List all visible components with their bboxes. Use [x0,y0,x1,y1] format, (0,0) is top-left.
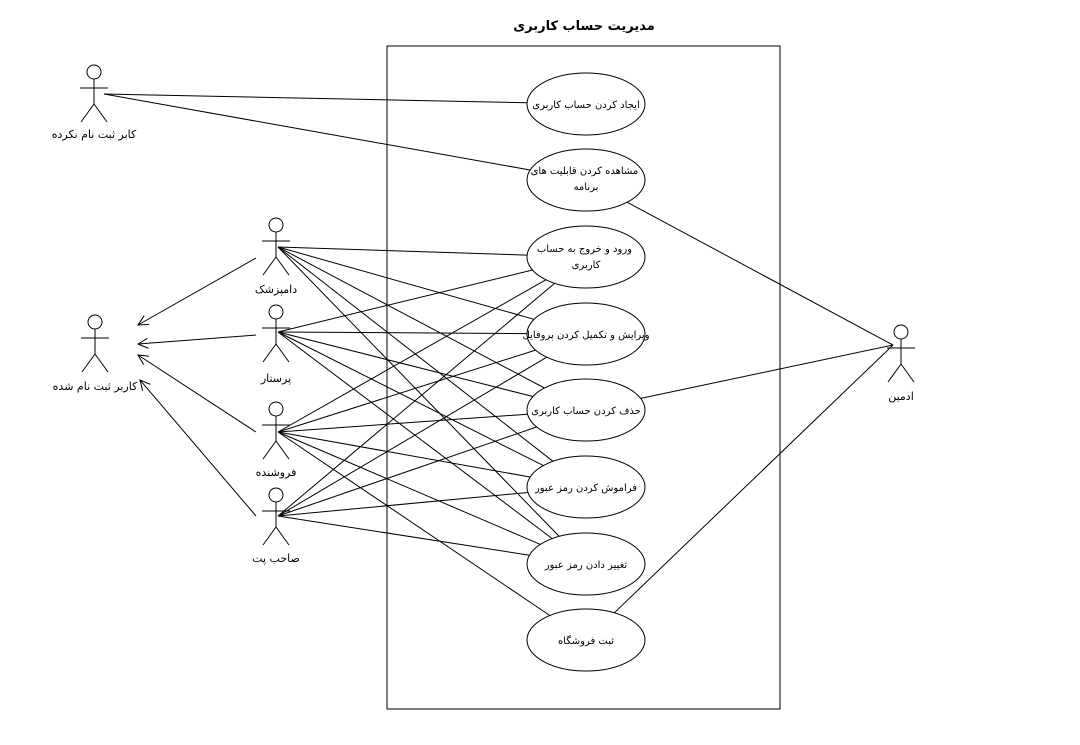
association-line-vet-uc4 [277,246,535,320]
use-case-label: حذف کردن حساب کاربری [531,406,641,417]
use-case-login-logout[interactable]: ورود و خروج به حساب کاربری [526,225,646,289]
actor-label: ادمین [888,390,914,403]
actor-unregistered-user[interactable]: کابر ثبت نام نکرده [52,64,137,141]
generalization-arrow-nurse-registered [138,334,257,344]
svg-text:تغییر دادن رمز عبور: تغییر دادن رمز عبور [544,560,628,571]
use-case-label: مشاهده کردن قابلیت های [531,166,639,177]
svg-text:ورود و خروج به حساب کا: ورود و خروج به حساب کاربری [537,244,635,271]
use-case-label: ورود و خروج به حساب [537,244,632,255]
generalization-arrows [138,257,257,517]
generalization-arrow-owner-registered [140,380,257,517]
actors: کابر ثبت نام نکرده دامپزشک پرستار [52,64,915,565]
association-line-nurse-uc5 [277,331,534,397]
actor-seller[interactable]: فروشنده [256,401,297,479]
use-case-view-features[interactable]: مشاهده کردن قابلیت های برنامه [526,148,646,212]
association-line-nurse-uc3 [277,269,533,333]
svg-text:فراموش کردن رمز عبور: فراموش کردن رمز عبور [534,483,637,494]
stick-figure-icon [262,304,290,363]
stick-figure-icon [81,314,109,373]
svg-text:ویرایش و تکمیل کردن پروفایل: ویرایش و تکمیل کردن پروفایل [522,330,649,341]
actor-admin[interactable]: ادمین [887,324,915,403]
association-line-owner-uc7 [277,515,530,556]
association-lines [103,93,894,616]
association-line-owner-uc3 [277,282,556,517]
system-title: مدیریت حساب کاربری [513,19,655,34]
use-case-register-store[interactable]: ثبت فروشگاه [526,608,646,672]
svg-text:ایجاد کردن حساب کاربری: ایجاد کردن حساب کاربری [532,100,639,111]
association-line-nurse-uc6 [277,331,544,467]
association-line-admin-uc8 [613,344,894,614]
stick-figure-icon [262,217,290,276]
use-case-ellipse[interactable] [526,72,646,136]
use-case-label: برنامه [574,182,599,193]
use-case-ellipse[interactable] [526,225,646,289]
use-case-label: ویرایش و تکمیل کردن پروفایل [522,330,649,341]
actor-pet-owner[interactable]: صاحب پت [252,487,300,565]
use-case-ellipse[interactable] [526,532,646,596]
association-line-unregistered-uc1 [103,93,528,104]
use-case-delete-account[interactable]: حذف کردن حساب کاربری [526,378,646,442]
use-case-label: ثبت فروشگاه [558,635,614,647]
use-case-forgot-password[interactable]: فراموش کردن رمز عبور [526,455,646,519]
stick-figure-icon [262,487,290,546]
use-case-edit-profile[interactable]: ویرایش و تکمیل کردن پروفایل [522,302,650,366]
actor-registered-user[interactable]: کاربر ثبت نام شده [53,314,138,393]
system-boundary [386,45,781,710]
stick-figure-icon [262,401,290,460]
generalization-arrow-vet-registered [138,257,257,325]
association-line-vet-uc7 [277,246,560,537]
association-line-nurse-uc4 [277,331,528,335]
use-case-ellipse[interactable] [526,608,646,672]
association-line-unregistered-uc2 [103,93,531,171]
use-case-label: کاربری [572,260,601,271]
svg-text:ثبت فروشگاه: ثبت فروشگاه [558,635,614,647]
use-cases: ایجاد کردن حساب کاربری مشاهده کردن قابلی… [522,72,650,672]
association-line-vet-uc3 [277,246,528,256]
use-case-ellipse[interactable] [526,148,646,212]
association-line-seller-uc8 [277,431,551,616]
stick-figure-icon [80,64,108,123]
actor-label: کاربر ثبت نام شده [53,380,138,393]
actor-label: پرستار [260,372,291,385]
association-line-owner-uc4 [277,356,548,517]
association-line-admin-uc5 [640,344,894,399]
association-line-seller-uc4 [277,349,536,433]
use-case-ellipse[interactable] [526,302,646,366]
svg-text:حذف کردن حساب کاربری: حذف کردن حساب کاربری [531,406,641,417]
association-line-seller-uc6 [277,431,531,478]
svg-text:مشاهده کردن قابلیت های: مشاهده کردن قابلیت های برنامه [531,166,642,193]
association-line-vet-uc5 [277,246,545,389]
actor-nurse[interactable]: پرستار [260,304,291,385]
use-case-label: تغییر دادن رمز عبور [544,560,628,571]
association-line-owner-uc5 [277,426,537,517]
actor-label: فروشنده [256,466,297,479]
use-case-change-password[interactable]: تغییر دادن رمز عبور [526,532,646,596]
generalization-arrow-seller-registered [138,355,257,433]
association-line-owner-uc6 [277,492,528,517]
actor-label: صاحب پت [252,552,300,565]
actor-veterinarian[interactable]: دامپزشک [255,217,297,296]
use-case-label: ایجاد کردن حساب کاربری [532,100,639,111]
association-line-seller-uc5 [277,413,528,433]
use-case-ellipse[interactable] [526,455,646,519]
association-line-admin-uc2 [626,201,894,346]
association-line-seller-uc7 [277,431,541,545]
use-case-label: فراموش کردن رمز عبور [534,483,637,494]
association-line-seller-uc3 [277,279,547,433]
use-case-ellipse[interactable] [526,378,646,442]
actor-label: دامپزشک [255,283,297,296]
stick-figure-icon [887,324,915,383]
use-case-create-account[interactable]: ایجاد کردن حساب کاربری [526,72,646,136]
actor-label: کابر ثبت نام نکرده [52,128,137,141]
